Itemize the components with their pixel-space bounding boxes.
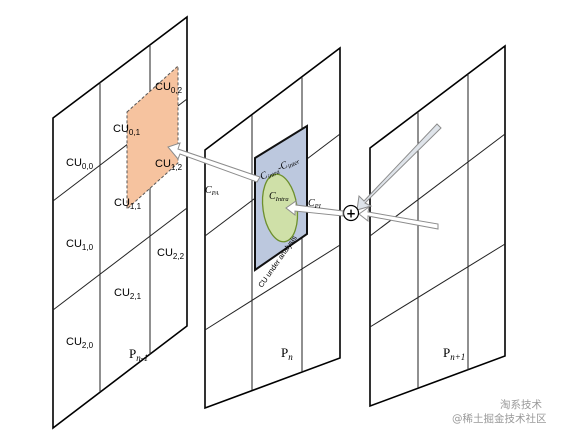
arrow-from-next-frame-horizontal <box>358 205 439 230</box>
frame-label-p-n-plus-1: Pn+1 <box>443 345 465 362</box>
frame-label-p-n: Pn <box>281 345 293 362</box>
cu-label-2-0: CU2,0 <box>66 336 94 350</box>
watermark-text: @稀土掘金技术社区 <box>452 412 547 425</box>
frame-label-p-n-minus-1: Pn-1 <box>129 346 148 363</box>
cu-label-0-1: CU0,1 <box>113 123 141 137</box>
grid-line <box>204 244 341 331</box>
arrow-c-pa <box>167 142 261 183</box>
arrow-c-pi <box>285 200 344 217</box>
cu-label-2-1: CU2,1 <box>114 287 142 301</box>
c-intra-circle-label: CIntra <box>269 191 289 203</box>
combine-plus-symbol: + <box>346 207 356 221</box>
cu-highlight-region <box>126 64 179 211</box>
cu-label-1-2: CU1,2 <box>155 158 183 172</box>
c-pa-label: CPA <box>205 185 219 197</box>
grid-line <box>369 243 506 328</box>
grid-line <box>52 207 188 311</box>
arrow-from-next-frame-diagonal <box>356 123 442 211</box>
c-pi-label: CPI <box>308 198 322 210</box>
cu-label-1-0: CU1,0 <box>66 238 94 252</box>
frame-p-n-minus-1: CU0,0 CU0,1 CU0,2 CU1,0 CU1,1 CU1,2 CU2,… <box>52 15 188 430</box>
frame-p-n: Cintra-Cinter CIntra CU under analysis P… <box>204 46 341 410</box>
watermark-overlay-text: 淘系技术 <box>500 398 542 411</box>
cu-label-0-2: CU0,2 <box>155 81 183 95</box>
cu-label-2-2: CU2,2 <box>157 247 185 261</box>
cu-label-1-1: CU1,1 <box>114 197 142 211</box>
cu-label-0-0: CU0,0 <box>66 157 94 171</box>
